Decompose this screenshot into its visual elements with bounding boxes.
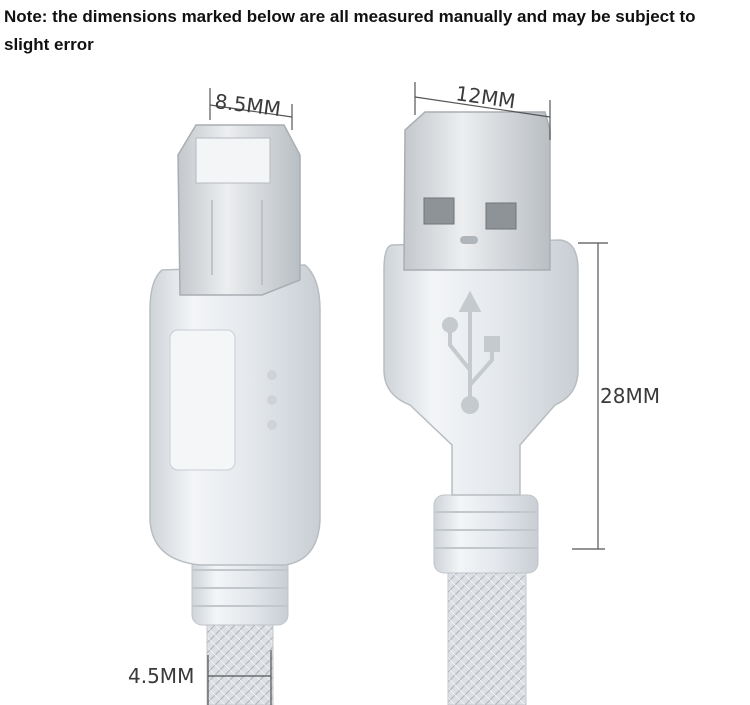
usb-a-housing [383, 239, 579, 496]
usb-a-strain-relief [433, 494, 539, 574]
usb-a-dimple [460, 236, 478, 244]
dim-label-a-length: 28MM [600, 384, 660, 408]
usb-a-slot-left [423, 197, 455, 225]
usb-a-plug [383, 111, 579, 705]
usb-b-strain-relief [191, 554, 289, 626]
usb-a-slot-right [485, 202, 517, 230]
dim-cable-diameter: 4.5MM [128, 650, 272, 705]
usb-b-grip-panel [169, 329, 236, 471]
usb-trident-icon [442, 290, 500, 414]
usb-a-cable [447, 559, 527, 705]
dim-label-a-width: 12MM [454, 81, 517, 113]
dim-label-b-width: 8.5MM [213, 89, 282, 121]
dim-b-width: 8.5MM [209, 88, 293, 130]
dim-label-cable-diameter: 4.5MM [128, 664, 194, 688]
usb-a-metal-connector [403, 111, 551, 271]
note-text: Note: the dimensions marked below are al… [4, 7, 696, 54]
usb-b-port-opening [195, 137, 271, 184]
dim-a-length: 28MM [572, 242, 660, 550]
usb-b-plug [149, 124, 321, 705]
usb-b-cable [206, 609, 274, 705]
